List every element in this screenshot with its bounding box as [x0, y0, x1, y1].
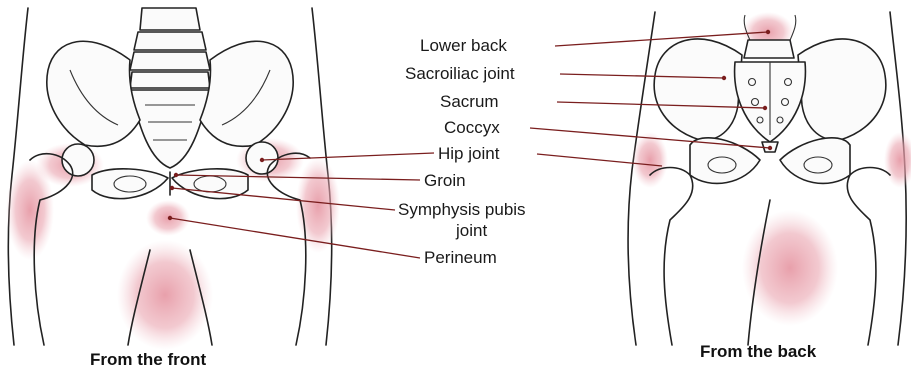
- label-sacroiliac-joint: Sacroiliac joint: [405, 64, 515, 84]
- leader-symphysis: [172, 188, 395, 210]
- front-sacrum: [130, 90, 210, 168]
- front-iliac-left: [47, 41, 140, 146]
- back-iliac-right: [798, 39, 886, 140]
- back-pain-hip-left: [632, 132, 668, 188]
- back-femur-left: [650, 168, 693, 346]
- label-coccyx: Coccyx: [444, 118, 500, 138]
- front-femur-head-left: [62, 144, 94, 176]
- back-pain-hip-right: [884, 132, 911, 188]
- front-iliac-right: [200, 41, 293, 146]
- back-pain-buttock: [742, 210, 838, 326]
- front-pain-thigh-left: [6, 160, 54, 260]
- front-spine: [130, 8, 210, 88]
- label-hip-joint: Hip joint: [438, 144, 499, 164]
- back-iliac-left: [654, 39, 742, 140]
- label-symphysis-pubis-joint: joint: [456, 221, 487, 241]
- caption-front: From the front: [90, 350, 206, 370]
- front-view: [6, 8, 340, 350]
- front-pain-inner-thigh: [117, 240, 213, 350]
- back-view: [628, 12, 911, 345]
- front-pubis-left: [92, 169, 168, 199]
- leader-perineum: [170, 218, 420, 258]
- label-lower-back: Lower back: [420, 36, 507, 56]
- leader-lower-back: [555, 32, 768, 46]
- label-symphysis-pubis: Symphysis pubis: [398, 200, 526, 220]
- label-perineum: Perineum: [424, 248, 497, 268]
- back-femur-right: [847, 168, 890, 346]
- label-sacrum: Sacrum: [440, 92, 499, 112]
- caption-back: From the back: [700, 342, 816, 362]
- label-groin: Groin: [424, 171, 466, 191]
